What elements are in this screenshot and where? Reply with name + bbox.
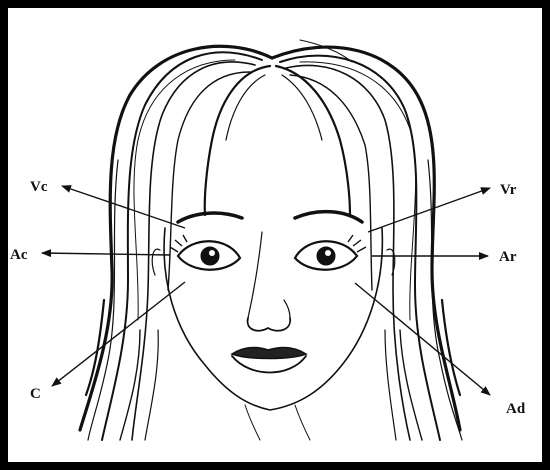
label-c: C [30,386,41,402]
face-diagram: Vc Vr Ac Ar C Ad [8,8,542,462]
label-ar: Ar [499,249,517,265]
arrow-ac [42,253,170,255]
label-vr: Vr [500,182,517,198]
right-eye [295,235,366,270]
hair-left [80,46,272,440]
arrow-ad [355,283,490,395]
nose [248,232,291,331]
arrow-vc [62,186,185,228]
mouth [232,348,306,373]
hair-right [272,40,462,440]
arrow-vr [368,188,490,232]
label-vc: Vc [30,179,48,195]
label-ad: Ad [506,401,526,417]
label-ac: Ac [10,247,28,263]
eyebrows [178,212,362,222]
left-eye [170,235,240,270]
